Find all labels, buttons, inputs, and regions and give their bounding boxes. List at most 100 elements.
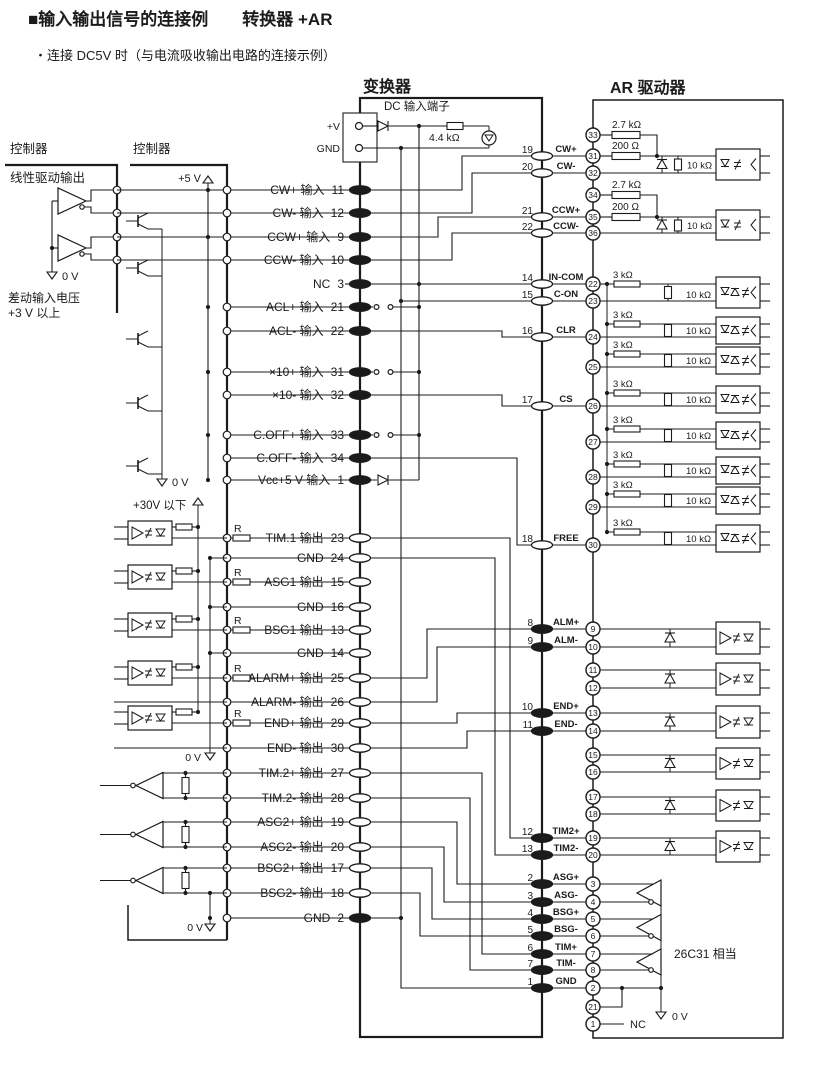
label-ar_driver-shunt_resistor: 10 kΩ	[687, 221, 712, 232]
led-icon	[743, 674, 754, 683]
terminal-circle	[222, 453, 232, 463]
invert-bubble-icon	[79, 251, 85, 257]
wire	[360, 557, 537, 856]
junction-dot	[195, 709, 201, 715]
label-ar_driver-shunt_resistor: 10 kΩ	[686, 395, 711, 406]
ar-pin-circle	[585, 187, 601, 203]
resistor-icon	[232, 626, 251, 634]
optocoupler-icon	[742, 533, 749, 544]
ar-pin-number: 17	[588, 792, 598, 802]
label-interface-rows-18-num: 5	[527, 925, 533, 936]
wire	[360, 712, 537, 724]
label-interface-rows-17-signal: BSG+	[553, 907, 580, 918]
ar-pin-number: 2	[591, 983, 596, 993]
optocoupler-icon	[742, 355, 749, 366]
connector-pin-oval	[348, 475, 372, 485]
transistor-icon	[137, 405, 162, 412]
connector-pin-oval	[348, 863, 372, 873]
wire	[360, 772, 537, 955]
pin-name: ACL- 输入	[269, 323, 324, 338]
optocoupler-icon	[742, 465, 749, 476]
ar-pin-number: 27	[588, 437, 598, 447]
connector-pin-oval	[348, 577, 372, 587]
pin-number: 22	[331, 324, 345, 338]
invert-bubble-icon	[648, 967, 654, 973]
junction-dot	[416, 123, 422, 129]
resistor-icon	[175, 708, 193, 716]
pin-number: 28	[331, 791, 345, 805]
wire	[360, 172, 537, 214]
optocoupler-box	[127, 705, 173, 731]
dc-plus-terminal	[354, 121, 364, 131]
label-user_output-gnd_bottom: 0 V	[187, 922, 203, 934]
ar-pin-number: 34	[588, 190, 598, 200]
pin-name: C.OFF- 输入	[256, 450, 323, 465]
led-icon	[720, 219, 730, 229]
pin-number: 2	[337, 911, 344, 925]
resistor-icon	[663, 285, 673, 300]
ar-pin-circle	[585, 705, 601, 721]
connector-pin-oval	[348, 718, 372, 728]
connector-pin-oval	[530, 212, 554, 222]
label-controller_oc-title: 控制器	[133, 142, 171, 156]
connector-pin-oval	[530, 983, 554, 993]
label-ar_driver-nc: NC	[630, 1019, 646, 1031]
ar-pin-number: 36	[588, 228, 598, 238]
label-interface-rows-1-num: 20	[522, 162, 534, 173]
pin-number: 21	[331, 300, 345, 314]
optocoupler-box	[127, 564, 173, 590]
supply-arrow-icon	[191, 497, 205, 506]
label-interface-rows-6-num: 16	[522, 326, 534, 337]
optocoupler-icon	[145, 619, 152, 631]
label-converter-dc_terminal-label: DC 输入端子	[384, 99, 450, 113]
junction-dot	[183, 865, 188, 871]
wire	[360, 846, 537, 903]
label-ar_driver-input_resistor: 3 kΩ	[613, 450, 633, 461]
resistor-icon	[673, 219, 683, 232]
pin-name: BSG2+ 输出	[257, 860, 323, 875]
junction-dot	[207, 890, 213, 896]
diode-icon	[664, 840, 676, 852]
switch-icon	[387, 432, 394, 439]
label-ar_driver-ic_note: 26C31 相当	[674, 947, 737, 961]
return-wire	[127, 905, 227, 941]
pin-name: ALARM+ 输出	[248, 670, 324, 685]
ar-pin-number: 32	[588, 168, 598, 178]
pin-number: 3	[337, 277, 344, 291]
pin-number: 33	[331, 428, 345, 442]
optocoupler-icon	[733, 758, 740, 769]
wire	[360, 892, 537, 937]
connector-pin-oval	[348, 673, 372, 683]
ar-pin-number: 31	[588, 151, 598, 161]
diode-icon	[730, 394, 740, 403]
invert-bubble-icon	[648, 933, 654, 939]
ground-icon	[45, 271, 59, 280]
junction-dot	[195, 568, 201, 574]
label-interface-rows-7-signal: CS	[559, 394, 572, 405]
label-ar_driver-input_resistor: 3 kΩ	[613, 379, 633, 390]
wire	[86, 236, 113, 249]
led-icon	[155, 620, 166, 629]
ar-pin-number: 29	[588, 502, 598, 512]
ar-pin-circle	[585, 398, 601, 414]
pin-name: ASG2- 输出	[260, 839, 323, 854]
ar-pin-circle	[585, 148, 601, 164]
terminal-circle	[222, 255, 232, 265]
junction-dot	[416, 432, 422, 438]
label-user_output-pullup: R	[234, 615, 242, 627]
ar-pin-number: 18	[588, 809, 598, 819]
ar-pin-circle	[585, 747, 601, 763]
optocoupler-icon	[131, 666, 145, 680]
led-icon	[720, 533, 730, 542]
junction-dot	[205, 477, 211, 483]
label-controller_oc-gnd: 0 V	[172, 477, 189, 489]
supply-arrow-icon	[201, 175, 215, 184]
resistor-icon	[175, 567, 193, 575]
